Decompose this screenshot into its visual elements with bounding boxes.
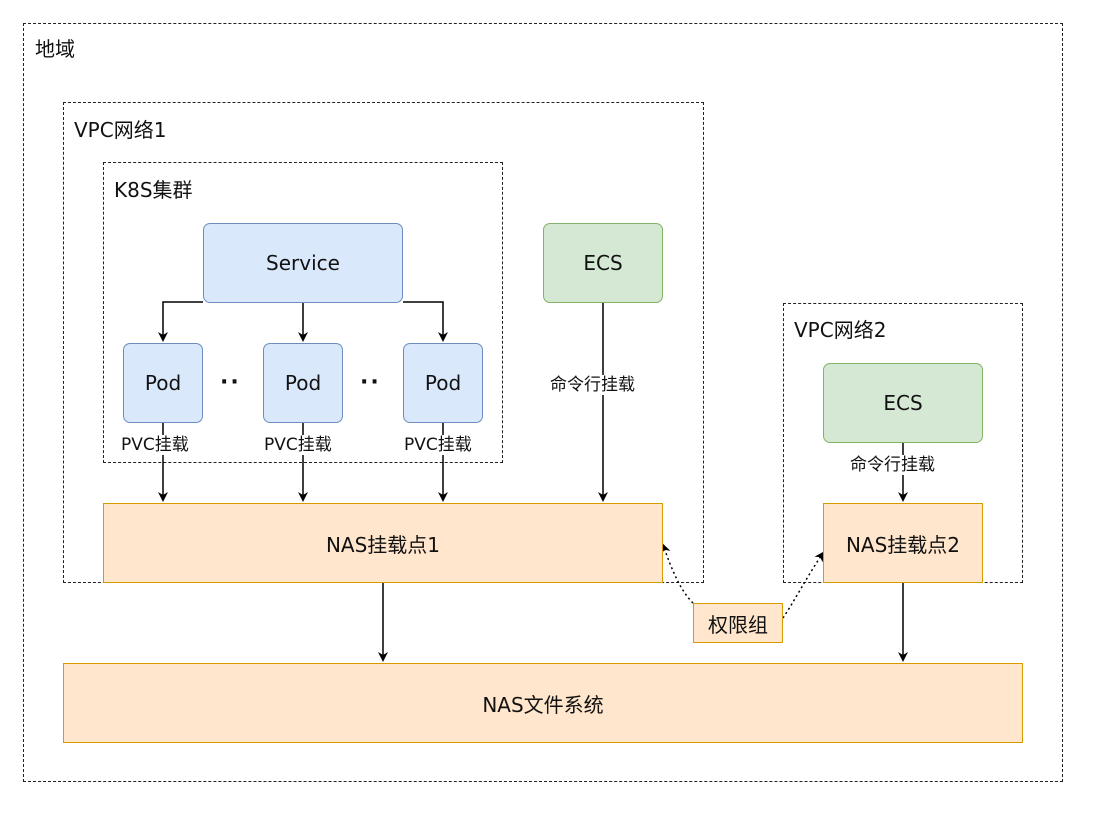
service-to-pod1-arrow: [158, 301, 203, 342]
ecs1-mount-label: 命令行挂载: [550, 375, 635, 396]
pod-node[interactable]: Pod: [263, 343, 343, 423]
pod-node[interactable]: Pod: [403, 343, 483, 423]
permission-to-mount2-link: [782, 551, 825, 619]
ecs2-mount-label: 命令行挂载: [850, 455, 935, 476]
region-label: 地域: [35, 37, 75, 61]
pod-ellipsis: ··: [220, 370, 241, 395]
service-to-pod3-arrow: [403, 301, 448, 342]
permission-to-mount1-link: [661, 543, 694, 604]
pod-ellipsis: ··: [360, 370, 381, 395]
nas-file-system[interactable]: NAS文件系统: [63, 663, 1023, 743]
ecs1-node[interactable]: ECS: [543, 223, 663, 303]
k8s-cluster-label: K8S集群: [114, 178, 193, 202]
permission-group-node[interactable]: 权限组: [693, 603, 783, 643]
service-node[interactable]: Service: [203, 223, 403, 303]
pod-node[interactable]: Pod: [123, 343, 203, 423]
nas-mount-point-2[interactable]: NAS挂载点2: [823, 503, 983, 583]
vpc1-label: VPC网络1: [74, 118, 167, 142]
nas-mount-point-1[interactable]: NAS挂载点1: [103, 503, 663, 583]
ecs2-node[interactable]: ECS: [823, 363, 983, 443]
region-group: [23, 23, 1063, 782]
pvc-mount-label: PVC挂载: [264, 435, 332, 456]
pvc-mount-label: PVC挂载: [121, 435, 189, 456]
vpc2-label: VPC网络2: [794, 318, 887, 342]
pvc-mount-label: PVC挂载: [404, 435, 472, 456]
